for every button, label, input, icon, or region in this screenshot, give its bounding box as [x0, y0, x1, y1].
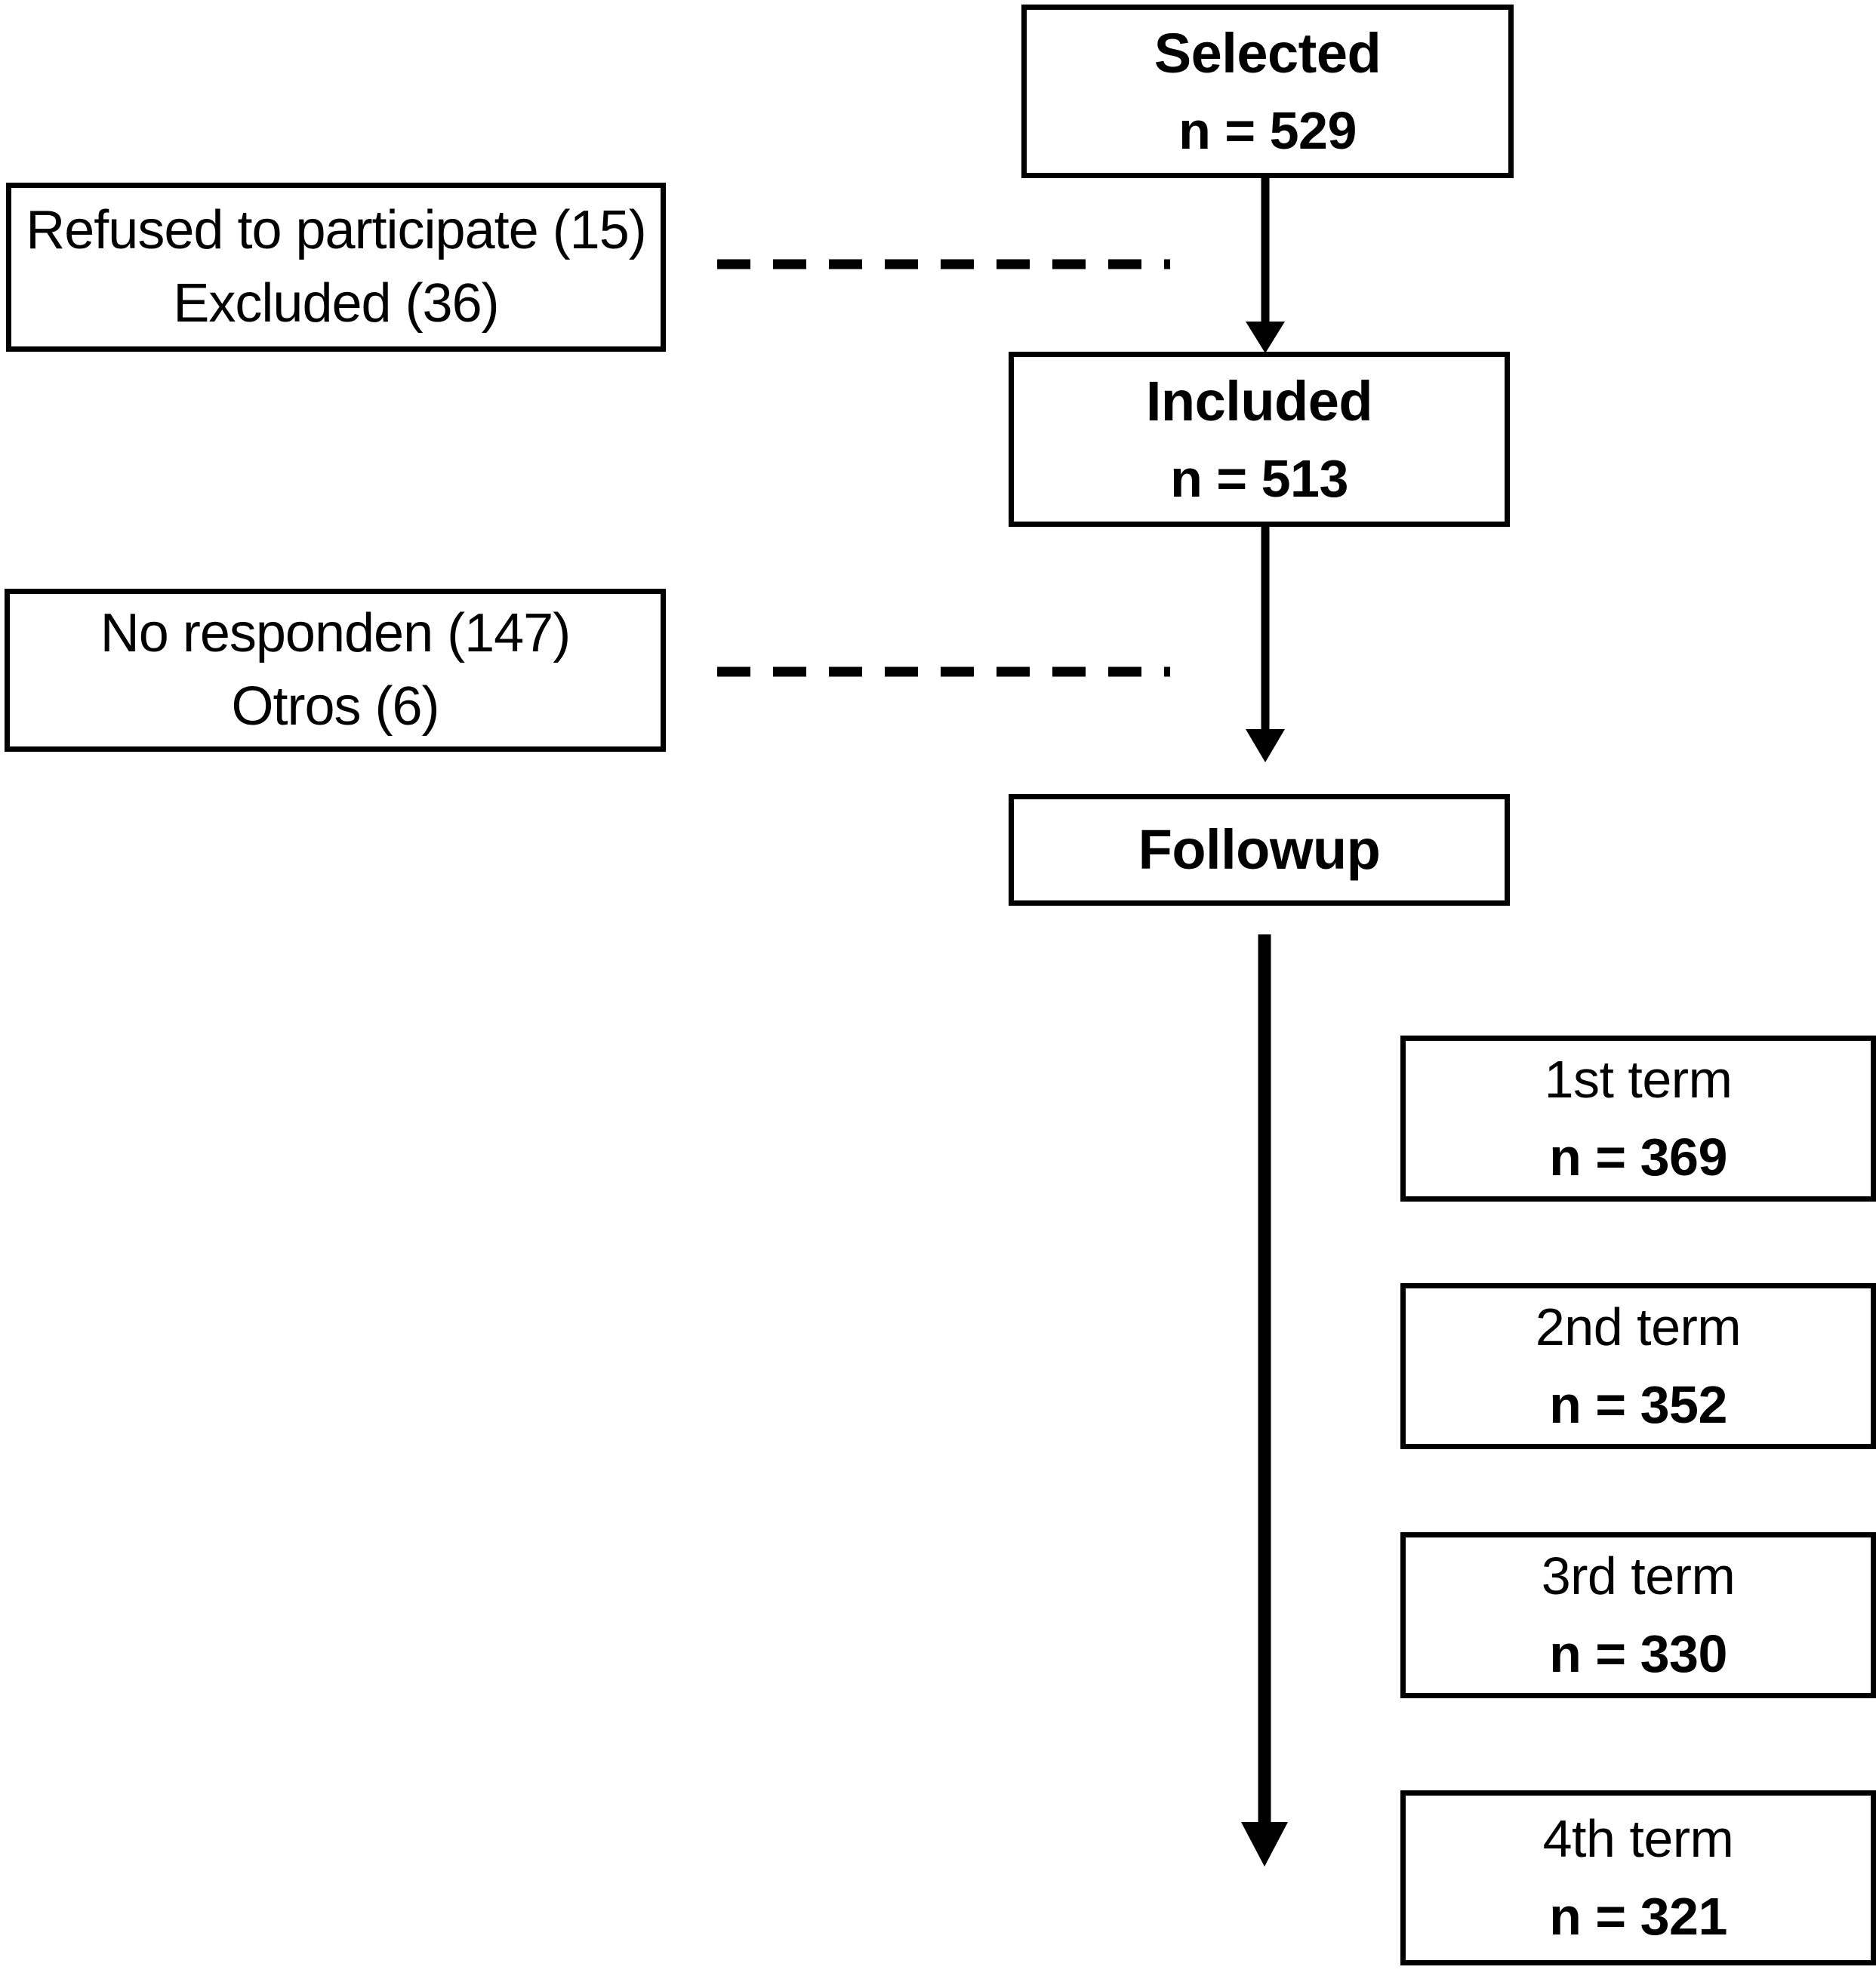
node-selected-label: Selected — [1154, 22, 1382, 85]
arrow-included-to-followup — [1231, 527, 1299, 762]
exclusion-2-line-1: No responden (147) — [100, 603, 571, 664]
exclusion-2-line-2: Otros (6) — [231, 676, 439, 737]
term-1-count: n = 369 — [1549, 1128, 1727, 1187]
dashed-connector-exclusion-2 — [717, 664, 1170, 679]
term-3-count: n = 330 — [1549, 1624, 1727, 1683]
term-4-label: 4th term — [1542, 1809, 1734, 1869]
node-term-1[interactable]: 1st term n = 369 — [1400, 1036, 1876, 1202]
node-exclusion-2[interactable]: No responden (147) Otros (6) — [5, 589, 666, 752]
exclusion-1-line-1: Refused to participate (15) — [26, 200, 646, 261]
term-2-count: n = 352 — [1549, 1375, 1727, 1434]
node-term-4[interactable]: 4th term n = 321 — [1400, 1790, 1876, 1965]
node-selected[interactable]: Selected n = 529 — [1021, 5, 1514, 178]
term-1-label: 1st term — [1544, 1050, 1733, 1110]
term-3-label: 3rd term — [1541, 1547, 1736, 1606]
node-included-count: n = 513 — [1170, 449, 1348, 509]
node-selected-count: n = 529 — [1178, 101, 1357, 161]
term-4-count: n = 321 — [1549, 1887, 1727, 1946]
node-exclusion-1[interactable]: Refused to participate (15) Excluded (36… — [6, 183, 666, 352]
exclusion-1-line-2: Excluded (36) — [173, 273, 499, 334]
node-followup-label: Followup — [1138, 818, 1381, 882]
node-included-label: Included — [1145, 370, 1373, 433]
dashed-connector-exclusion-1 — [717, 257, 1170, 272]
node-followup[interactable]: Followup — [1009, 794, 1510, 906]
arrow-followup-to-terms — [1227, 934, 1302, 1867]
term-2-label: 2nd term — [1535, 1297, 1742, 1357]
node-term-2[interactable]: 2nd term n = 352 — [1400, 1283, 1876, 1449]
node-included[interactable]: Included n = 513 — [1009, 352, 1510, 527]
arrow-selected-to-included — [1231, 178, 1299, 353]
node-term-3[interactable]: 3rd term n = 330 — [1400, 1532, 1876, 1698]
